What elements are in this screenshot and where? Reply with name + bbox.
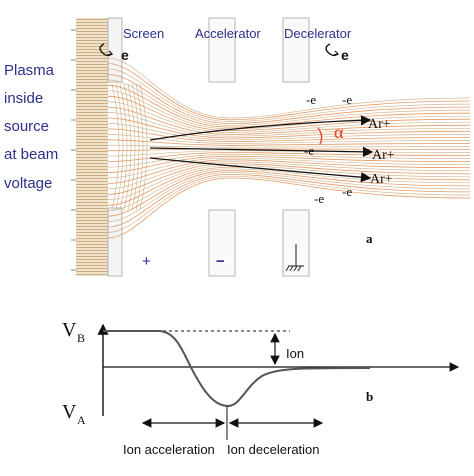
plasma-label-line-3: source bbox=[4, 118, 49, 135]
accelerator-electrode bbox=[208, 17, 236, 277]
panel-b: Ion V B V A Ion acceleration Ion deceler… bbox=[62, 319, 460, 457]
svg-text:A: A bbox=[77, 413, 86, 427]
accelerator-polarity: − bbox=[216, 253, 225, 270]
ion-deceleration-label: Ion deceleration bbox=[227, 442, 320, 457]
electron-label-3: -e bbox=[304, 143, 314, 158]
alpha-arc bbox=[317, 127, 323, 145]
screen-polarity: + bbox=[142, 253, 151, 270]
electron-reflect-icon-right: e bbox=[325, 43, 349, 63]
ion-energy-label: Ion bbox=[286, 346, 304, 361]
panel-a-label: a bbox=[366, 231, 373, 246]
ion-label-1: Ar+ bbox=[368, 117, 391, 132]
ion-acceleration-label: Ion acceleration bbox=[123, 442, 215, 457]
panel-a: α Ar+ Ar+ Ar+ -e -e -e -e -e e e Screen … bbox=[4, 17, 471, 277]
ion-trajectories bbox=[149, 115, 374, 183]
potential-curve bbox=[103, 330, 371, 408]
va-label: V A bbox=[62, 401, 86, 427]
svg-text:e: e bbox=[121, 47, 129, 63]
electron-label-4: -e bbox=[314, 191, 324, 206]
screen-label: Screen bbox=[123, 26, 164, 41]
plasma-field-lines bbox=[107, 57, 471, 233]
ion-label-2: Ar+ bbox=[372, 148, 395, 163]
plasma-label-line-2: inside bbox=[4, 90, 43, 107]
svg-text:B: B bbox=[77, 331, 85, 345]
plasma-ticks bbox=[71, 29, 76, 271]
svg-text:e: e bbox=[341, 47, 349, 63]
electron-label-5: -e bbox=[342, 184, 352, 199]
svg-text:V: V bbox=[62, 319, 77, 341]
decelerator-label: Decelerator bbox=[284, 26, 352, 41]
electron-reflect-icon-left: e bbox=[99, 43, 129, 63]
ion-label-3: Ar+ bbox=[370, 172, 393, 187]
accelerator-label: Accelerator bbox=[195, 26, 261, 41]
alpha-symbol: α bbox=[334, 122, 344, 142]
ground-icon bbox=[285, 244, 304, 272]
svg-text:V: V bbox=[62, 401, 77, 423]
decelerator-electrode bbox=[282, 17, 310, 277]
panel-b-label: b bbox=[366, 389, 373, 404]
electron-label-1: -e bbox=[306, 92, 316, 107]
electron-label-2: -e bbox=[342, 92, 352, 107]
plasma-region bbox=[76, 18, 108, 276]
plasma-label-line-1: Plasma bbox=[4, 62, 55, 79]
vb-label: V B bbox=[62, 319, 85, 345]
plasma-label-line-5: voltage bbox=[4, 175, 52, 192]
plasma-label-line-4: at beam bbox=[4, 146, 58, 163]
